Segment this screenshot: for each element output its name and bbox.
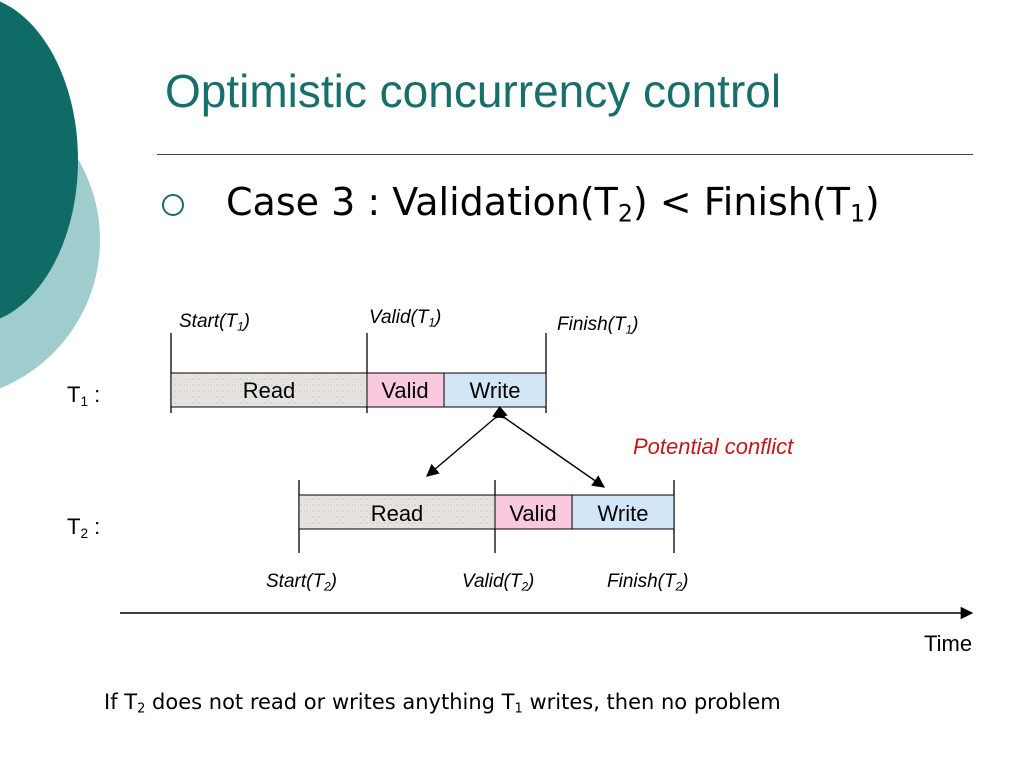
decorative-side-shapes	[0, 1, 100, 389]
t2-valid-point-label: Valid(T2)	[462, 571, 535, 594]
t1-valid-point-label: Valid(T1)	[369, 307, 442, 330]
case-text-2: ) < Finish(T	[632, 180, 850, 224]
footer-note: If T2 does not read or writes anything T…	[104, 690, 781, 717]
case-sub-2: 1	[849, 199, 865, 228]
decor-dark-circle	[0, 1, 78, 319]
t2-row-label: T2 :	[67, 514, 101, 541]
t1-valid-segment	[366, 372, 445, 408]
conflict-arrow-right	[492, 406, 606, 488]
t1-row-label: T1 :	[67, 382, 101, 409]
t1-write-segment	[443, 372, 547, 408]
potential-conflict-label: Potential conflict	[633, 434, 794, 459]
t2-read-label: Read	[371, 501, 424, 526]
time-axis-label: Time	[924, 631, 973, 656]
t2-write-segment	[571, 494, 675, 530]
conflict-arrow-left	[426, 405, 508, 477]
case-sub-1: 2	[617, 199, 633, 228]
t2-read-segment	[298, 494, 496, 530]
t1-start-label: Start(T1)	[179, 311, 250, 334]
title-divider	[157, 154, 973, 155]
case-text-3: )	[864, 180, 880, 224]
t2-write-label: Write	[598, 501, 649, 526]
case-heading: Case 3 : Validation(T2) < Finish(T1)	[226, 180, 880, 225]
t1-valid-label: Valid	[381, 378, 428, 403]
t2-finish-label: Finish(T2)	[607, 571, 689, 594]
t1-write-label: Write	[470, 378, 521, 403]
t1-read-label: Read	[243, 378, 296, 403]
t2-valid-label: Valid	[509, 501, 556, 526]
case-text-1: Case 3 : Validation(T	[226, 180, 618, 224]
t1-finish-label: Finish(T1)	[557, 314, 639, 337]
t1-read-segment	[170, 372, 368, 408]
bullet-ring-icon	[162, 194, 184, 216]
t2-start-label: Start(T2)	[266, 571, 337, 594]
slide-title: Optimistic concurrency control	[165, 65, 782, 117]
